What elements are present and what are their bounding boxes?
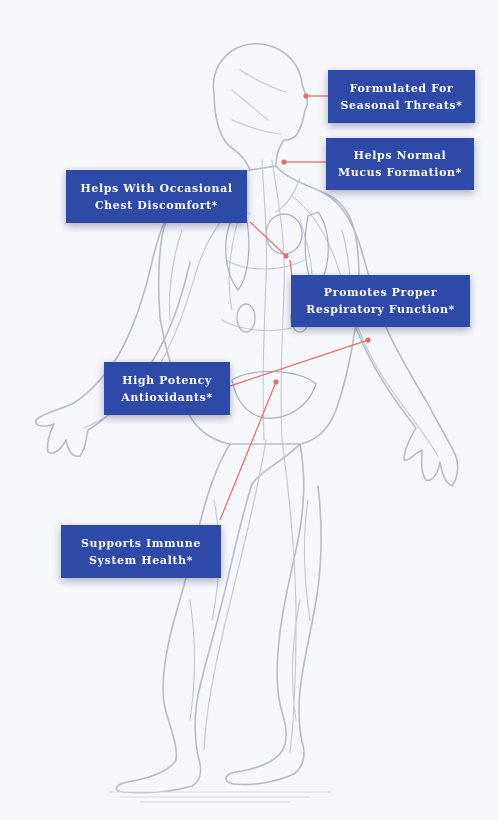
callout-mucus-formation: Helps Normal Mucus Formation* bbox=[326, 138, 474, 190]
callout-line: System Health* bbox=[88, 553, 193, 567]
callout-line: Chest Discomfort* bbox=[94, 198, 219, 212]
callout-line: Promotes Proper bbox=[323, 286, 438, 299]
leader-line-antioxidants bbox=[229, 339, 369, 387]
leader-dot-immune-health bbox=[273, 379, 279, 385]
leader-line-chest-discomfort bbox=[249, 221, 287, 257]
callout-line: Helps Normal bbox=[353, 149, 447, 162]
callout-immune-health: Supports Immune System Health* bbox=[61, 525, 221, 578]
callout-line: Antioxidants* bbox=[121, 390, 213, 404]
leader-line-immune-health bbox=[219, 381, 277, 521]
leader-dot-chest-discomfort bbox=[283, 253, 289, 259]
leader-line-respiratory-function bbox=[289, 259, 293, 277]
callout-line: Formulated For bbox=[349, 81, 454, 95]
callout-seasonal-threats: Formulated For Seasonal Threats* bbox=[328, 70, 475, 123]
leader-dot-antioxidants bbox=[365, 337, 371, 343]
callout-respiratory-function: Promotes Proper Respiratory Function* bbox=[291, 275, 470, 327]
leader-dot-mucus-formation bbox=[281, 159, 287, 165]
leader-dots bbox=[273, 93, 371, 385]
human-anatomy-circulatory-figure-icon bbox=[34, 43, 459, 794]
callout-line: Helps With Occasional bbox=[80, 181, 233, 195]
callout-chest-discomfort: Helps With Occasional Chest Discomfort* bbox=[66, 170, 247, 223]
callout-antioxidants: High Potency Antioxidants* bbox=[104, 362, 230, 415]
leader-lines bbox=[219, 95, 369, 521]
callout-line: Mucus Formation* bbox=[338, 166, 462, 179]
callout-line: Supports Immune bbox=[81, 536, 201, 550]
callout-line: Seasonal Threats* bbox=[340, 98, 463, 112]
callout-line: High Potency bbox=[122, 373, 212, 387]
leader-dot-seasonal-threats bbox=[303, 93, 309, 99]
callout-line: Respiratory Function* bbox=[306, 303, 455, 316]
